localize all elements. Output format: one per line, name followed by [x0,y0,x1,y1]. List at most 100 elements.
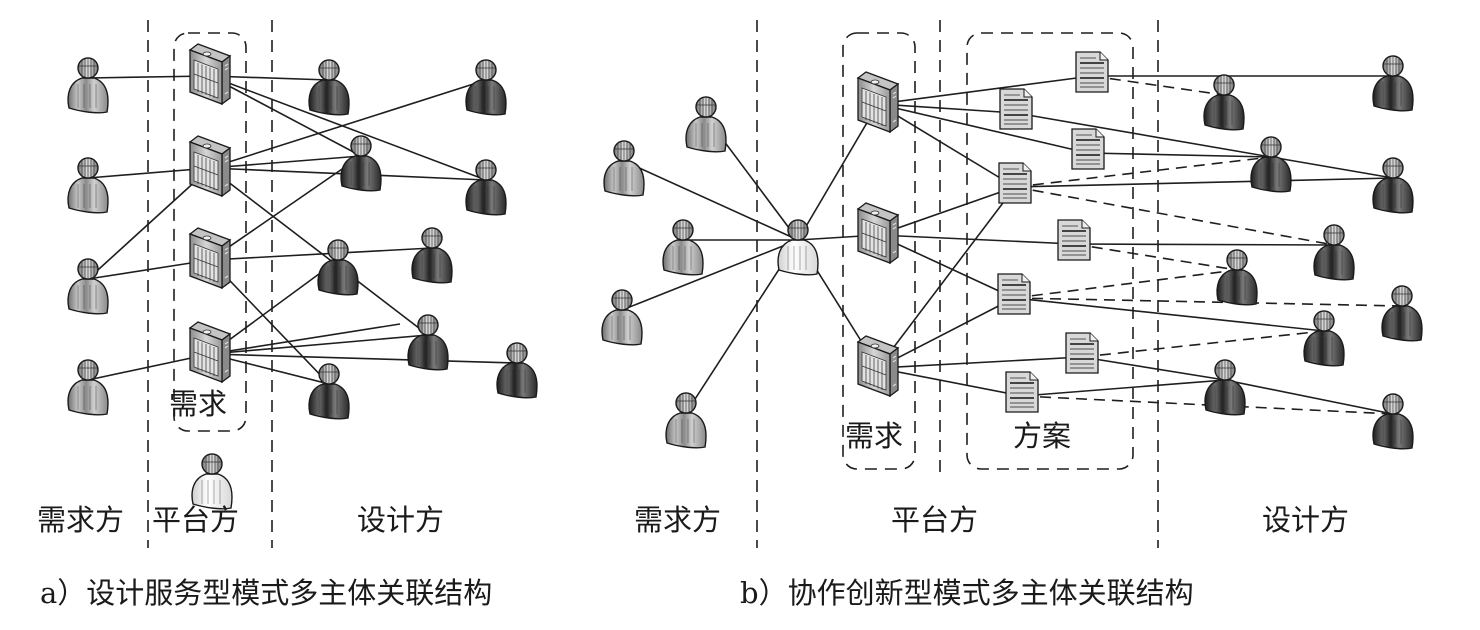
panel-b-edge-b_f6-b_g8 [1013,297,1325,332]
panel-b-edge-b_f7-b_g8 [1081,330,1325,358]
panel-a-edge-a_s1-a_g3 [209,75,362,157]
panel-b-demander-user-icon [685,96,727,153]
panel-a-demander-user-icon [67,157,109,214]
panel-b-edge-b_p1-b_s1 [797,103,879,241]
panel-b-designer-user-icon [1216,249,1258,306]
panel-a-requirement-server-icon [188,227,232,290]
panel-b-edge-b_s3-b_f7 [877,356,1083,369]
panel-b-designer-user-icon [1372,55,1414,112]
panel-a-edge-a_s4-a_g9 [209,353,518,364]
panel-b-edge-b_f7-b_g9 [1081,356,1226,381]
panel-b-designer-user-icon [1303,310,1345,367]
panel-a-zone-design-label: 设计方 [357,503,444,537]
panel-b-requirement-server-icon [856,202,900,265]
panel-b-edge-b_f5-b_g6 [1073,243,1238,271]
panel-b-edge-b_s1-b_f1 [877,75,1093,105]
panel-b-edge-b_g9-b_g10 [1224,379,1394,415]
panel-b-solutions-group-box [966,32,1134,470]
panel-b-edge-b_d2-b_p1 [623,160,799,241]
panel-b-edge-b_f4-b_g4 [1014,177,1394,188]
panel-a-requirement-server-icon [188,321,232,384]
panel-a-edge-a_s4-a_g7 [209,334,429,355]
panel-a-edge-a_s4-a_g5 [209,259,339,355]
panel-a-caption: a）设计服务型模式多主体关联结构 [40,576,492,610]
panel-b-designer-user-icon [1372,393,1414,450]
panel-b-edge-b_f1-b_g1 [1091,75,1225,96]
panel-b-edge-b_f2-b_g3 [1015,112,1272,158]
panel-a-edge-a_s2-a_g2 [209,79,487,169]
panel-a-zone-platform-label: 平台方 [152,503,239,537]
panel-a-platform-operator-user-icon [191,453,233,510]
panel-b-demander-user-icon [601,289,643,346]
nodes-layer [67,43,1423,510]
panel-a-edge-a_s3-a_g6 [209,247,433,261]
panel-b-edge-b_d4-b_p1 [621,239,799,311]
panel-b-edge-b_f4-b_g5 [1014,186,1335,246]
panel-b-platform-operator-user-icon [777,219,819,276]
panel-b-edge-b_f6-b_g7 [1013,297,1403,307]
panel-b-solution-document-icon [1065,332,1099,374]
panel-b-requirement-server-icon [856,335,900,398]
panel-a-designer-user-icon [465,159,507,216]
panel-a-demander-user-icon [67,258,109,315]
panel-a-requirement-server-icon [188,43,232,106]
panel-b-edge-b_f5-b_g5 [1073,243,1335,246]
panel-b-edge-b_f6-b_g6 [1013,269,1238,299]
panel-a-edge-a_s1-a_g4 [209,75,487,181]
panel-b-edge-b_s2-b_f4 [877,186,1016,236]
panel-b-zone-platform-label: 平台方 [891,503,978,537]
panel-a-edge-a_s2-a_g3 [209,155,362,169]
panel-b-designer-user-icon [1203,74,1245,131]
panel-b-designer-user-icon [1381,285,1423,342]
panel-b-edge-b_s2-b_f6 [877,234,1015,299]
panel-a-designer-user-icon [340,135,382,192]
panel-a-designer-user-icon [496,342,538,399]
panel-b-requirements-group-label: 需求 [845,419,903,453]
panel-b-edge-b_s3-b_f6 [877,297,1015,369]
panel-b-caption: b）协作创新型模式多主体关联结构 [740,576,1194,610]
panel-a-requirements-group-box [173,32,247,432]
panel-b-edge-b_s3-b_f8 [877,367,1023,397]
panel-a-edge-a_s2-a_g7 [209,167,429,336]
panel-b-solution-document-icon [1071,128,1105,170]
panel-b-solution-document-icon [1005,371,1039,413]
panel-a-designer-user-icon [308,363,350,420]
panel-b-edge-b_g3-b_g4 [1270,156,1394,179]
edges-layer [87,75,1403,415]
panel-b-demander-user-icon [603,140,645,197]
panel-a-edge-a_s4-a_g10 [209,323,401,355]
panel-b-edge-b_s3-b_f4 [877,186,1016,369]
panel-b-designer-user-icon [1250,136,1292,193]
panel-b-zone-design-label: 设计方 [1262,503,1349,537]
panel-b-solution-document-icon [1057,219,1091,261]
panel-b-designer-user-icon [1372,157,1414,214]
panel-b-requirement-server-icon [856,71,900,134]
panel-b-solution-document-icon [1075,51,1109,93]
panel-a-designer-user-icon [407,314,449,371]
panel-b-designer-user-icon [1313,224,1355,281]
panel-b-edge-b_f3-b_g3 [1087,152,1272,158]
panel-a-designer-user-icon [308,59,350,116]
panel-b-edge-b_f4-b_g3 [1014,156,1272,188]
panel-b-demander-user-icon [665,392,707,449]
panel-a-designer-user-icon [317,239,359,296]
panel-a-zone-demand-label: 需求方 [37,503,124,537]
panel-b-demander-user-icon [662,219,704,276]
panel-b-requirements-group-box [842,32,916,470]
panel-b-designer-user-icon [1204,359,1246,416]
panel-b-solution-document-icon [998,162,1032,204]
panel-b-solutions-group-label: 方案 [1013,419,1071,453]
panel-a-requirement-server-icon [188,135,232,198]
panel-a-requirements-group-label: 需求 [169,387,227,421]
panel-a-demander-user-icon [67,359,109,416]
panel-a-demander-user-icon [67,57,109,114]
panel-b-edge-b_s1-b_f3 [877,103,1089,154]
panel-b-solution-document-icon [999,88,1033,130]
panel-a-edge-a_d3-a_s2 [87,167,211,280]
panel-b-zone-demand-label: 需求方 [634,503,721,537]
panel-b-edge-b_s1-b_f4 [877,103,1016,188]
panel-b-edge-b_f8-b_g9 [1021,379,1226,397]
panel-a-designer-user-icon [465,59,507,116]
panel-a-designer-user-icon [411,227,453,284]
